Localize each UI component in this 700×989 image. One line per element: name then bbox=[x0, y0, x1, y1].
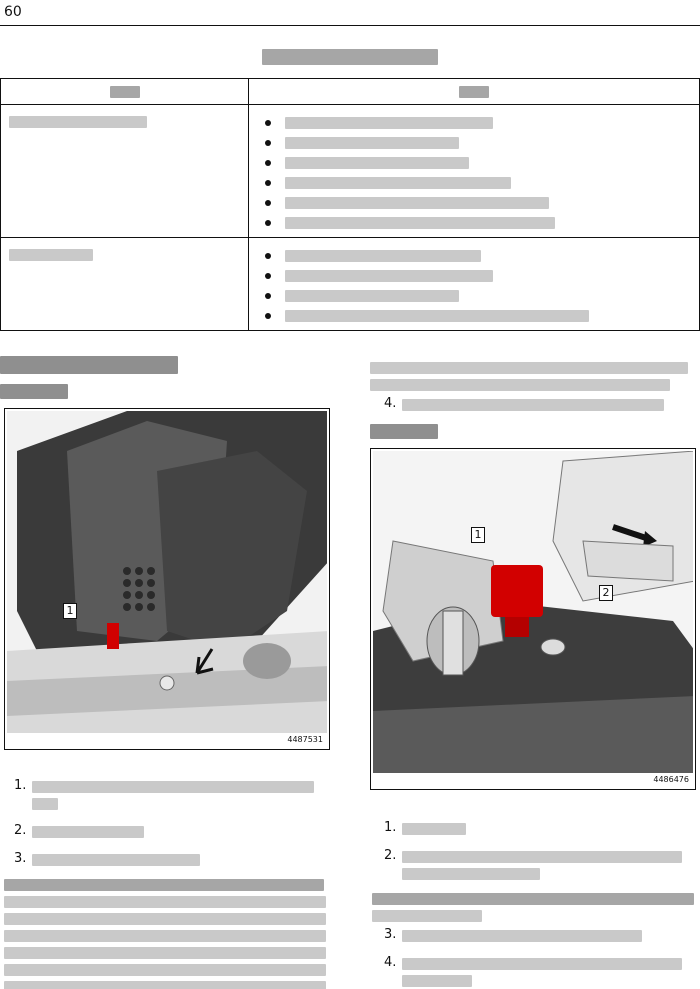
step-number: 2. bbox=[14, 823, 27, 838]
removal-heading bbox=[0, 384, 340, 402]
table-row bbox=[0, 104, 700, 238]
list-item: 4. bbox=[370, 396, 700, 416]
step-number: 4. bbox=[384, 396, 397, 411]
list-item: 1. bbox=[370, 820, 700, 840]
table-row bbox=[0, 237, 700, 331]
step-number: 2. bbox=[384, 848, 397, 863]
step-number: 3. bbox=[14, 851, 27, 866]
installation-heading bbox=[370, 424, 700, 442]
transmission-drain-illustration bbox=[7, 411, 327, 733]
cause-item bbox=[265, 173, 687, 193]
removal-illustration: 1 bbox=[7, 411, 327, 733]
cause-item bbox=[265, 213, 687, 233]
cause-item bbox=[265, 113, 687, 133]
table-cell-inspection bbox=[0, 104, 249, 238]
callout-1: 1 bbox=[471, 527, 485, 543]
cause-item bbox=[265, 306, 687, 326]
install-figure: 1 2 4486476 bbox=[370, 448, 696, 790]
cause-item bbox=[265, 153, 687, 173]
section-heading bbox=[0, 356, 340, 380]
step-number: 1. bbox=[14, 778, 27, 793]
figure-id: 4486476 bbox=[653, 775, 689, 784]
arrow-icon bbox=[195, 648, 214, 675]
install-illustration: 1 2 bbox=[373, 451, 693, 773]
list-item: 4. bbox=[370, 955, 700, 989]
right-column: 4. 1 2 4486476 bbox=[370, 352, 700, 989]
inspection-table bbox=[0, 78, 700, 331]
table-title bbox=[0, 47, 700, 67]
note-paragraph bbox=[370, 893, 700, 922]
left-column: 1 4487531 1. 2. 3. bbox=[0, 352, 340, 989]
continued-paragraph bbox=[370, 352, 700, 391]
cause-item bbox=[265, 286, 687, 306]
table-cell-causes bbox=[248, 237, 700, 331]
list-item: 3. bbox=[370, 927, 700, 947]
list-item: 2. bbox=[370, 848, 700, 885]
removal-figure: 1 4487531 bbox=[4, 408, 330, 750]
list-item: 1. bbox=[0, 778, 340, 815]
page-number: 60 bbox=[4, 4, 22, 20]
fill-cap-highlight bbox=[491, 565, 543, 617]
removal-steps: 1. 2. 3. bbox=[0, 778, 340, 989]
list-item: 3. bbox=[0, 851, 340, 871]
callout-2: 2 bbox=[599, 585, 613, 601]
step-number: 3. bbox=[384, 927, 397, 942]
cause-item bbox=[265, 193, 687, 213]
table-cell-inspection bbox=[0, 237, 249, 331]
cause-item bbox=[265, 246, 687, 266]
header-rule bbox=[0, 25, 700, 26]
drain-plug-highlight bbox=[107, 623, 119, 649]
caution-paragraph bbox=[0, 879, 340, 989]
callout-1: 1 bbox=[63, 603, 77, 619]
cause-item bbox=[265, 266, 687, 286]
install-steps: 1. 2. 3. 4. bbox=[370, 820, 700, 989]
fill-cap-thread bbox=[505, 617, 529, 637]
step-number: 4. bbox=[384, 955, 397, 970]
step-number: 1. bbox=[384, 820, 397, 835]
figure-id: 4487531 bbox=[287, 735, 323, 744]
arrow-icon bbox=[612, 524, 650, 542]
table-cell-causes bbox=[248, 104, 700, 238]
fill-cap-illustration bbox=[373, 451, 693, 773]
list-item: 2. bbox=[0, 823, 340, 843]
cause-item bbox=[265, 133, 687, 153]
table-header-cause bbox=[248, 78, 700, 105]
table-header-inspection bbox=[0, 78, 249, 105]
